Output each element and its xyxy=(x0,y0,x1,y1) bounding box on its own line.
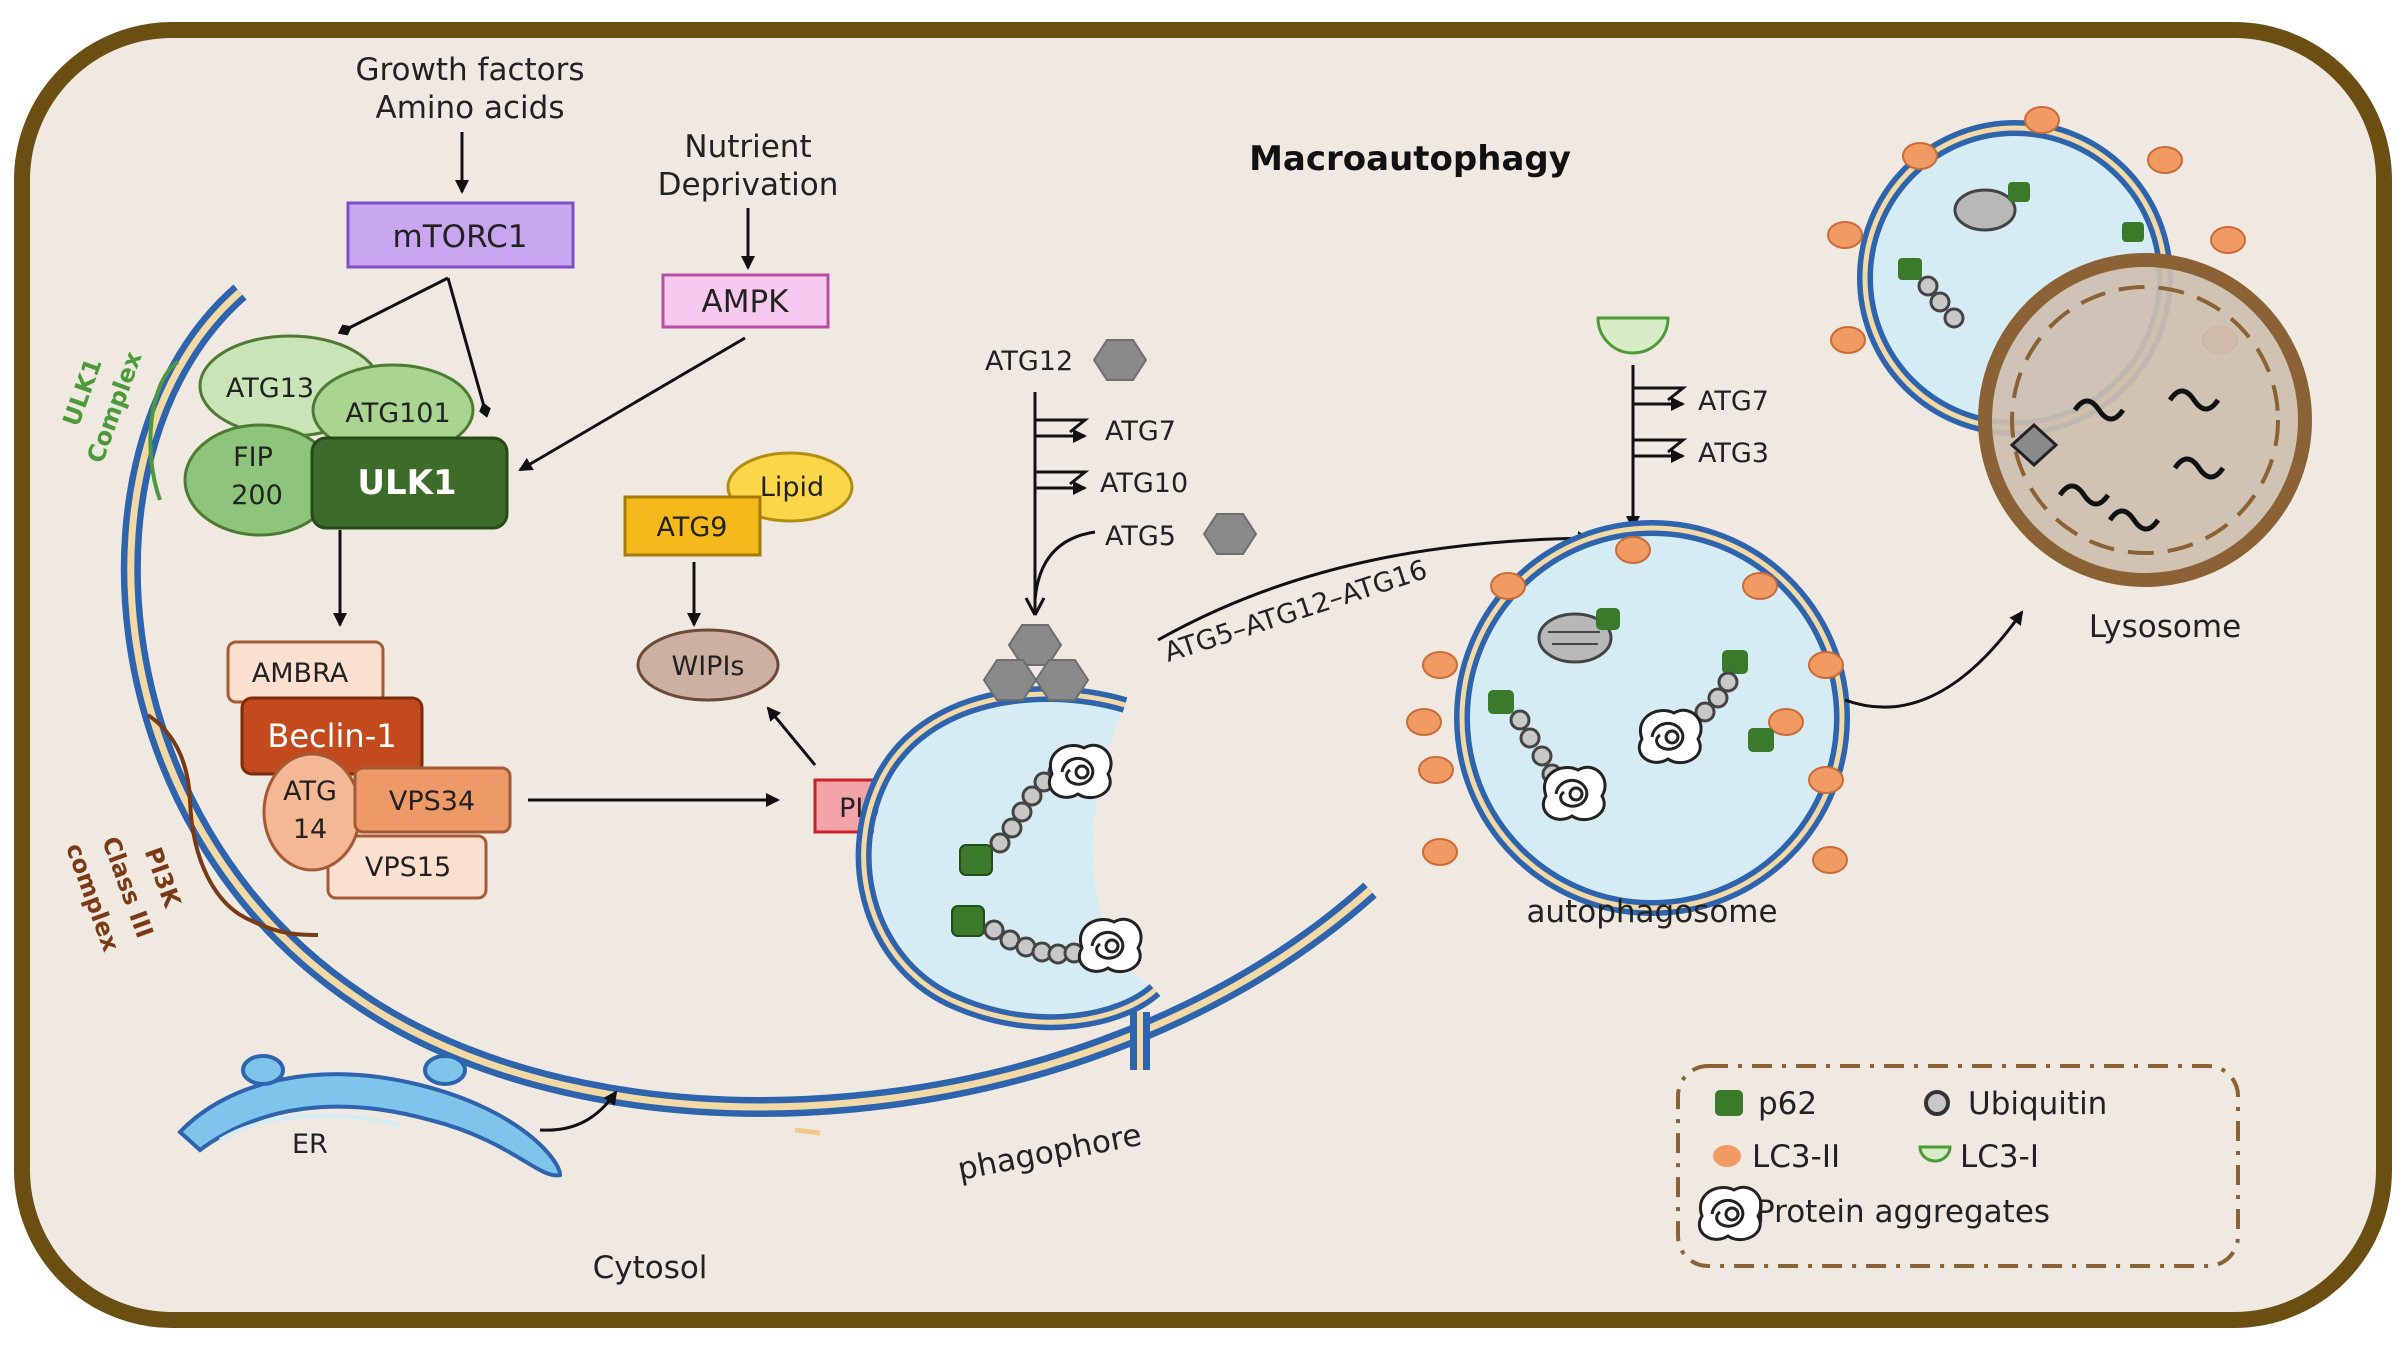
p62-icon xyxy=(1488,690,1514,714)
arrow-ampk-ulk1 xyxy=(518,336,746,472)
atg7-label: ATG7 xyxy=(1105,416,1176,447)
inhibit-atg101 xyxy=(446,277,491,418)
legend-p62-icon xyxy=(1715,1090,1743,1116)
degraded-fragment xyxy=(2072,398,2126,422)
mitochondrion-icon xyxy=(1953,188,2017,232)
atg10-label: ATG10 xyxy=(1100,468,1188,499)
lc3-i-icon xyxy=(1596,316,1670,355)
amino-acids-label: Amino acids xyxy=(376,90,565,126)
degraded-fragment xyxy=(2107,508,2161,532)
growth-factors-label: Growth factors xyxy=(355,52,584,88)
p62-icon xyxy=(951,905,985,937)
atg14-number-label: 14 xyxy=(293,814,327,845)
protein-aggregate-icon xyxy=(1637,708,1703,765)
ambra-label: AMBRA xyxy=(252,658,349,689)
nutrient-label: Nutrient xyxy=(684,129,811,165)
mtorc1-label: mTORC1 xyxy=(393,219,528,255)
ulk1-complex: ULK1 Complex ATG13 ATG101 FIP 200 ULK1 xyxy=(57,334,509,537)
cytosol-label: Cytosol xyxy=(593,1250,708,1286)
legend-lc3-ii-icon xyxy=(1713,1145,1741,1167)
protein-aggregate-icon xyxy=(1541,765,1607,822)
atg14-label: ATG xyxy=(283,776,337,807)
arrow-to-lysosome xyxy=(1844,610,2024,709)
lc3-atg7-label: ATG7 xyxy=(1698,386,1769,417)
ulk1-label: ULK1 xyxy=(357,463,456,503)
legend-protein-aggregate-icon xyxy=(1697,1185,1763,1242)
cell-boundary xyxy=(14,22,2392,1328)
atg9-group: Lipid ATG9 xyxy=(623,451,854,557)
deprivation-label: Deprivation xyxy=(658,167,839,203)
vps34-label: VPS34 xyxy=(389,786,475,817)
atg9-shape xyxy=(623,495,762,557)
diagram-title: Macroautophagy xyxy=(1249,139,1571,179)
phagophore-cargo xyxy=(951,743,1143,974)
p62-icon xyxy=(2008,182,2030,202)
autophagosome-label: autophagosome xyxy=(1526,894,1777,930)
autophagosome xyxy=(1406,520,1850,916)
atg12-cascade: ATG12 ATG7 ATG10 ATG5 xyxy=(985,339,1257,616)
legend-ubiquitin-label: Ubiquitin xyxy=(1968,1086,2107,1122)
atg9-label: ATG9 xyxy=(657,512,728,543)
fip-label: FIP xyxy=(233,442,273,473)
wipis-label: WIPIs xyxy=(672,651,745,682)
legend-lc3-i-icon xyxy=(1918,1145,1952,1163)
legend: p62 Ubiquitin LC3-II LC3-I Protein aggre… xyxy=(1676,1064,2240,1268)
inhibit-atg13 xyxy=(337,276,449,336)
er-membrane xyxy=(120,284,1377,1117)
er-organelle xyxy=(177,1054,563,1178)
p62-icon xyxy=(1722,650,1748,674)
atg13-label: ATG13 xyxy=(226,373,314,404)
legend-lc3-ii-label: LC3-II xyxy=(1752,1139,1840,1175)
mtorc1-box: mTORC1 xyxy=(346,201,575,269)
protein-aggregate-icon xyxy=(1047,743,1113,800)
vps15-label: VPS15 xyxy=(365,852,451,883)
lysosome-label: Lysosome xyxy=(2089,609,2241,645)
fip-number-label: 200 xyxy=(231,480,283,511)
degraded-fragment xyxy=(2057,483,2111,507)
arrow-er-phagophore xyxy=(539,1090,618,1132)
p62-icon xyxy=(1596,608,1620,630)
lysosome-group xyxy=(1827,106,2312,587)
ampk-box: AMPK xyxy=(661,273,830,329)
p62-icon xyxy=(1898,258,1922,280)
atg5-label: ATG5 xyxy=(1105,521,1176,552)
lc3-atg3-label: ATG3 xyxy=(1698,438,1769,469)
legend-ubiquitin-icon xyxy=(1924,1090,1950,1116)
vps34-shape xyxy=(353,766,512,834)
legend-lc3-i-label: LC3-I xyxy=(1960,1139,2039,1175)
wipis-shape: WIPIs xyxy=(636,628,780,702)
legend-p62-label: p62 xyxy=(1758,1086,1817,1122)
lipid-label: Lipid xyxy=(760,472,824,503)
atg14-shape xyxy=(262,752,362,872)
atg12-label: ATG12 xyxy=(985,346,1073,377)
atg101-label: ATG101 xyxy=(345,398,450,429)
legend-protein-aggregates-label: Protein aggregates xyxy=(1756,1194,2050,1230)
arrow-pi3p-wipis xyxy=(766,706,817,766)
p62-icon xyxy=(2122,222,2144,242)
p62-icon xyxy=(1748,728,1774,752)
p62-icon xyxy=(959,844,993,876)
membrane-fragment xyxy=(794,1127,821,1136)
arrow-to-autophagosome xyxy=(1157,531,1592,642)
er-label: ER xyxy=(292,1129,328,1160)
degraded-fragment xyxy=(2172,456,2226,480)
degraded-fragment xyxy=(2167,388,2221,412)
ulk1-shape xyxy=(310,436,509,530)
lc3-cascade: ATG7 ATG3 xyxy=(1596,316,1769,530)
degraded-fragment xyxy=(2009,422,2059,468)
beclin-label: Beclin-1 xyxy=(267,717,396,755)
ampk-label: AMPK xyxy=(702,284,790,320)
mitochondrion-icon xyxy=(1537,612,1613,664)
protein-aggregate-icon xyxy=(1077,917,1143,974)
